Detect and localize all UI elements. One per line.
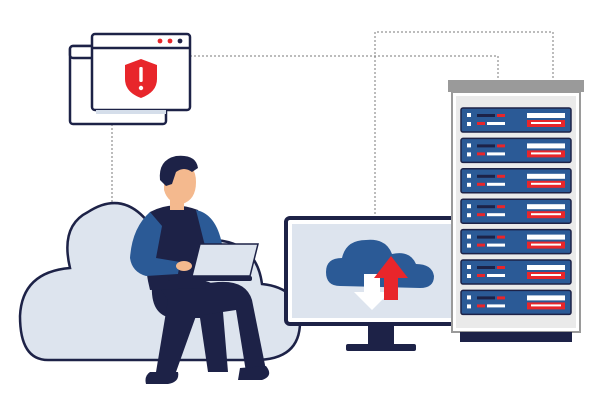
cloud-transfer-icon [326,239,434,310]
dotted-connectors [111,31,554,262]
server-unit [460,198,572,224]
shield-alert-icon [125,59,157,98]
server-rack-icon [448,80,584,342]
server-unit [460,259,572,285]
server-unit [460,137,572,164]
server-unit [460,107,572,133]
server-units [460,107,572,316]
person-with-laptop [130,155,270,384]
server-unit [460,289,572,316]
laptop-icon [168,243,259,281]
server-unit [460,228,572,255]
server-unit [460,168,572,194]
